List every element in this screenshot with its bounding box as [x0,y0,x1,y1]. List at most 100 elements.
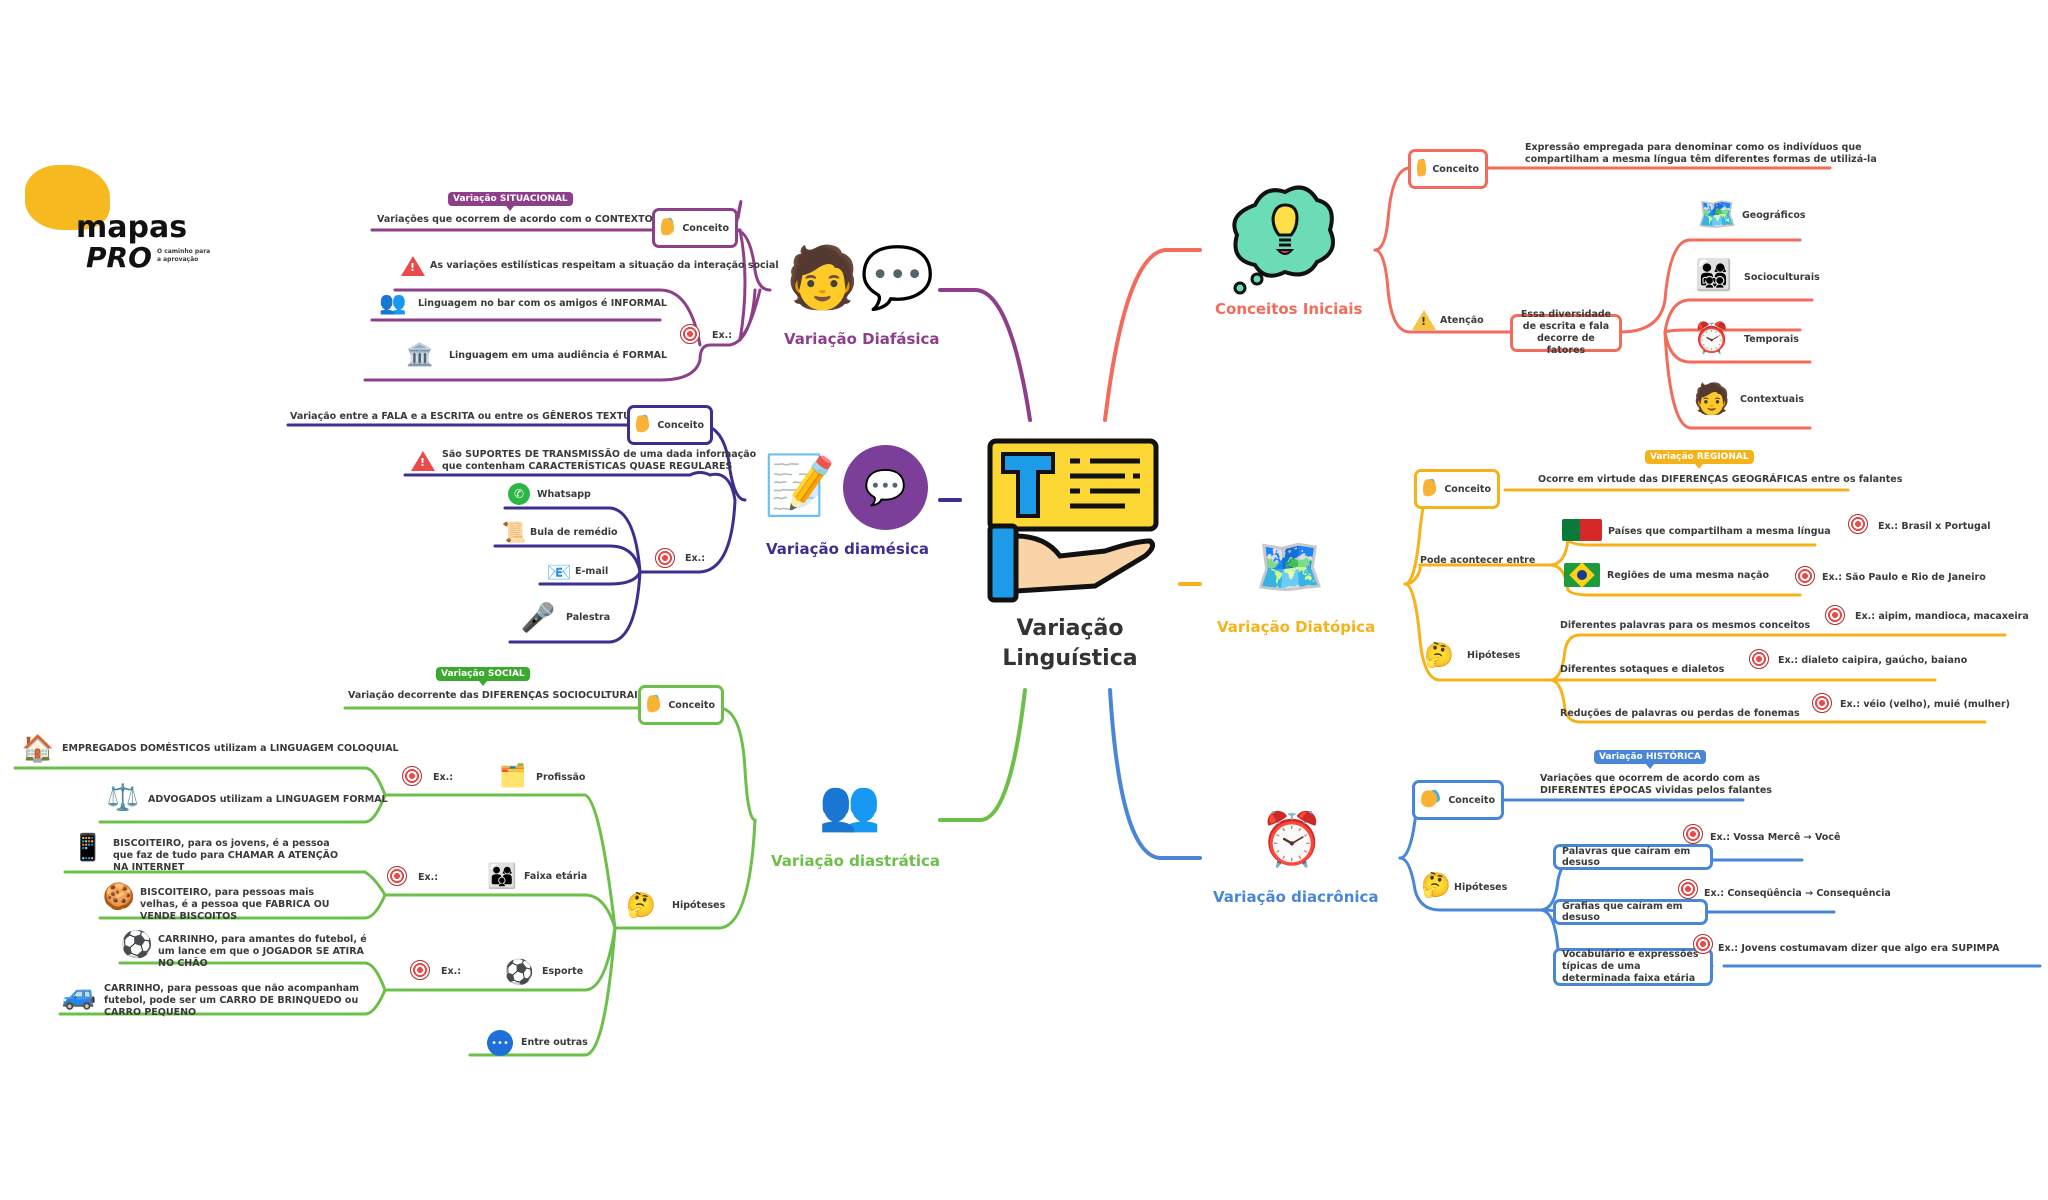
group-profissao-label[interactable]: Profissão [536,772,586,783]
diamesica-example-bula: Bula de remédio [530,527,618,538]
cookies-icon: 🍪 [102,882,136,912]
conceitos-atencao-label[interactable]: Atenção [1440,315,1484,326]
brazil-map-icon: 🗺️ [1697,195,1737,233]
target-icon [1693,934,1713,954]
hipotese-vocabulario-ex: Ex.: Jovens costumavam dizer que algo er… [1718,943,2000,954]
diastratica-hipoteses-label[interactable]: Hipóteses [672,900,726,911]
lecture-icon: 🎤 [520,601,556,634]
hipotese-sotaques: Diferentes sotaques e dialetos [1560,664,1725,675]
brazil-map-flag-icon: 🗺️ [1255,535,1325,600]
thinking-person-icon: 🤔 [1421,871,1451,899]
hipotese-vocabulario[interactable]: Vocabulário e expressões típicas de uma … [1553,948,1713,986]
target-icon [1848,514,1868,534]
diamesica-conceito-text: Variação entre a FALA e a ESCRITA ou ent… [290,411,649,422]
hipotese-palavras-ex: Ex.: aipim, mandioca, macaxeira [1855,611,2029,622]
conceitos-iniciais-title[interactable]: Conceitos Iniciais [1215,300,1363,318]
hipotese-palavras-desuso[interactable]: Palavras que caíram em desuso [1553,844,1713,870]
thinking-person-icon: 🤔 [1424,641,1454,669]
soccer-ball-icon: ⚽ [120,930,154,960]
target-icon [410,960,430,980]
conceitos-conceito-node[interactable]: Conceito [1408,149,1488,189]
group-esporte-label[interactable]: Esporte [542,966,584,977]
target-icon [1795,566,1815,586]
hipotese-grafias-desuso[interactable]: Grafias que caíram em desuso [1553,899,1708,925]
diacronica-conceito-node[interactable]: Conceito [1412,780,1504,820]
pode-item-paises-ex: Ex.: Brasil x Portugal [1878,521,1991,532]
people-group-icon: 👨‍👩‍👧‍👦 [1695,258,1733,293]
diamesica-title[interactable]: Variação diamésica [766,540,930,558]
diafasica-tag: Variação SITUACIONAL [448,192,573,211]
courthouse-icon: 🏛️ [406,343,434,368]
central-title: Variação Linguística [990,614,1150,674]
fator-temporais: Temporais [1744,334,1799,345]
group-entre-outras-label[interactable]: Entre outras [521,1037,588,1048]
target-icon [387,866,407,886]
idea-gear-icon [1421,788,1441,812]
diacronica-tag: Variação HISTÓRICA [1594,750,1706,769]
thinking-person-icon: 🤔 [626,891,656,919]
group-faixa-etaria-ex: Ex.: [418,872,439,883]
diastratica-conceito-node[interactable]: Conceito [638,685,724,725]
fator-geograficos: Geográficos [1742,210,1806,221]
diamesica-example-email: E-mail [575,566,609,577]
diatopica-title[interactable]: Variação Diatópica [1217,618,1376,636]
diatopica-conceito-node[interactable]: Conceito [1414,469,1500,509]
diafasica-ex-label: Ex.: [712,330,733,341]
conceito-label: Conceito [657,419,704,431]
conceitos-conceito-text-2: compartilham a mesma língua têm diferent… [1525,154,1877,165]
esporte-example-1: CARRINHO, para amantes do futebol, é um … [158,934,367,969]
diastratica-title[interactable]: Variação diastrática [771,852,941,870]
diatopica-conceito-text: Ocorre em virtude das DIFERENÇAS GEOGRÁF… [1538,474,1903,485]
diamesica-conceito-node[interactable]: Conceito [627,405,713,445]
diastratica-tag: Variação SOCIAL [436,667,530,686]
diafasica-conceito-node[interactable]: Conceito [652,208,738,248]
conceito-label: Conceito [682,222,729,234]
social-media-icon: 📱 [71,833,105,863]
diamesica-example-palestra: Palestra [566,612,611,623]
toy-car-icon: 🚙 [61,978,97,1011]
lightbulb-thought-icon [1225,180,1340,295]
diacronica-title[interactable]: Variação diacrônica [1213,888,1379,906]
branch-diafasica [938,288,1032,422]
diafasica-title[interactable]: Variação Diafásica [784,330,940,348]
idea-gear-icon [647,693,661,717]
central-title-line-2: Linguística [1002,646,1138,671]
idea-gear-icon [636,413,650,437]
branch-conceitos [1103,248,1202,422]
idea-gear-icon [1417,157,1427,181]
diacronica-hipoteses-label[interactable]: Hipóteses [1454,882,1508,893]
group-faixa-etaria-label[interactable]: Faixa etária [524,871,588,882]
chat-bubbles-icon: 💬 [843,445,928,530]
text-in-hand-icon [985,436,1161,604]
clock-scroll-icon: ⏰ [1693,321,1731,356]
diatopica-hipoteses-label[interactable]: Hipóteses [1467,650,1521,661]
warning-icon [400,255,426,277]
logo-brand-pro: PRO [86,241,152,274]
conceitos-atencao-box[interactable]: Essa diversidade de escrita e fala decor… [1510,309,1622,356]
housekeeper-icon: 🏠 [21,734,55,764]
idea-gear-icon [1423,477,1437,501]
target-icon [1683,824,1703,844]
hipotese-reducoes: Reduções de palavras ou perdas de fonema… [1560,708,1800,719]
hipotese-sotaques-ex: Ex.: dialeto caipira, gaúcho, baiano [1778,655,1968,666]
diacronica-conceito-text-1: Variações que ocorrem de acordo com as [1540,773,1761,784]
diacronica-conceito-text-2: DIFERENTES ÉPOCAS vividas pelos falantes [1540,785,1772,796]
branch-diacronica [1108,688,1202,860]
diatopica-pode-label[interactable]: Pode acontecer entre [1420,555,1536,566]
whatsapp-icon: ✆ [508,483,530,505]
more-dots-icon: ••• [487,1030,513,1056]
logo-tagline-2: a aprovação [157,256,199,263]
target-icon [1749,649,1769,669]
hipotese-palavras-desuso-ex: Ex.: Vossa Mercê → Você [1710,832,1841,843]
age-growth-icon: 👨‍👩‍👦 [487,862,517,890]
logo-tagline-1: O caminho para [157,248,211,255]
brain-icon [25,165,110,230]
writing-hand-icon: 📝 [763,451,837,519]
conceito-label: Conceito [1444,483,1491,495]
profissao-example-2: ADVOGADOS utilizam a LINGUAGEM FORMAL [148,794,388,805]
target-icon [1825,605,1845,625]
diamesica-warning-2: que contenham CARACTERÍSTICAS QUASE REGU… [442,461,733,472]
conceito-label: Conceito [1448,794,1495,806]
target-icon [655,548,675,568]
